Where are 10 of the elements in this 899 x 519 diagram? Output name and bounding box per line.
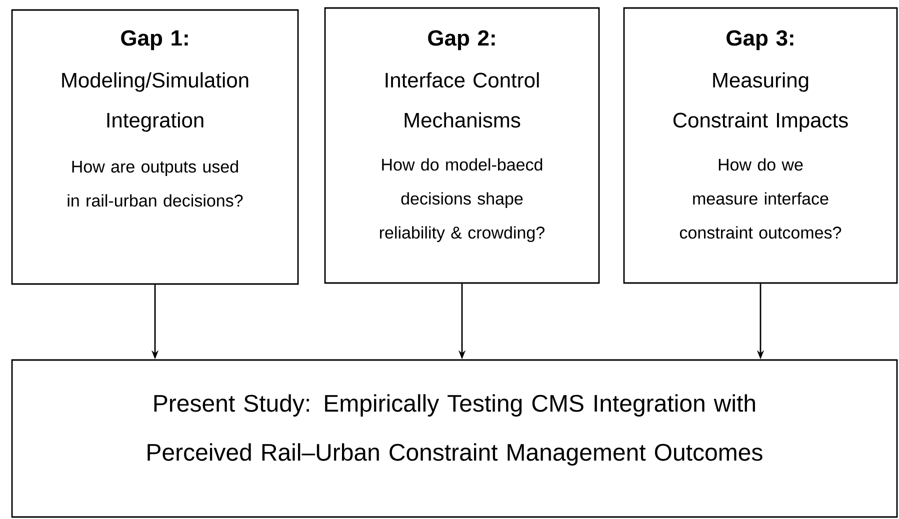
gap-heading: Gap 3: — [726, 30, 794, 50]
study-title: Present Study: Empirically Testing CMS Integration with Perceived Rail–Urban Constraint Management Outcomes — [148, 394, 762, 466]
gap-question: How do we measure interface constraint outcomes? — [680, 158, 842, 239]
gap-question: How are outputs used in rail-urban decisions? — [68, 160, 243, 207]
gap-heading: Gap 2: — [428, 30, 495, 50]
gap-heading: Gap 1: — [121, 30, 188, 50]
gap-title: Interface Control Mechanisms — [386, 72, 539, 128]
gap-title: Measuring Constraint Impacts — [673, 72, 848, 132]
gap-title: Modeling/Simulation Integration — [62, 72, 248, 132]
gap-question: How do model-baecd decisions shape reliability & crowding? — [380, 158, 544, 242]
